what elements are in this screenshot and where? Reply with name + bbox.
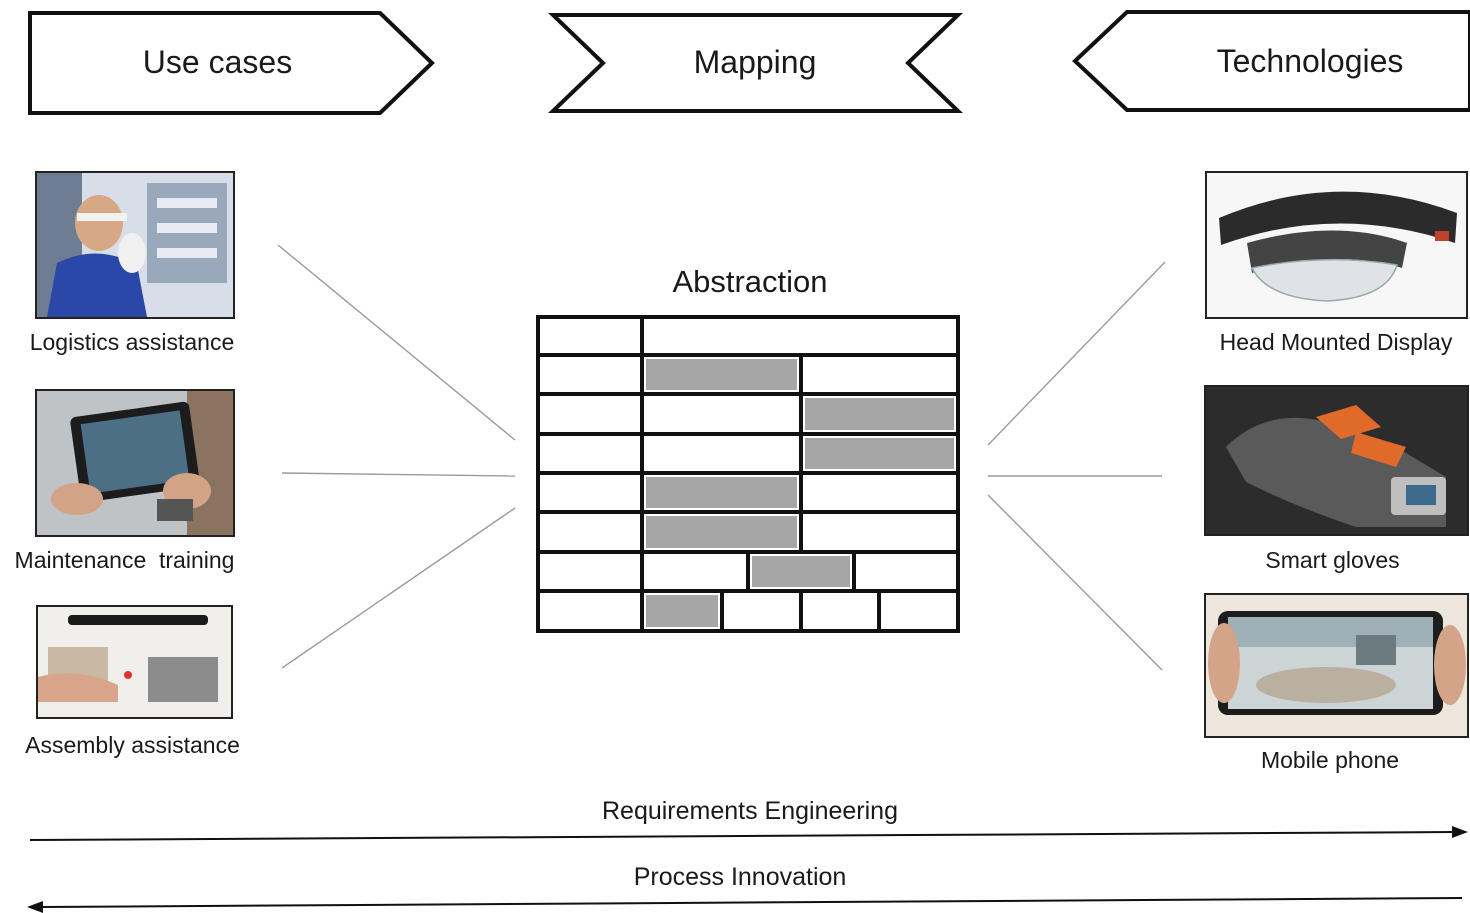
smart-gloves-label: Smart gloves (1265, 547, 1400, 573)
use-cases-header: Use cases (142, 44, 293, 80)
matrix-cell-filled (805, 438, 954, 469)
projected-assembly-workstation-photo (36, 605, 233, 719)
mapping-header: Mapping (693, 44, 817, 80)
head-mounted-display-photo (1205, 171, 1468, 319)
matrix-cell-filled (646, 359, 797, 390)
maintenance-training-label: Maintenance training (14, 547, 235, 573)
requirements-arrow (29, 826, 1468, 841)
tablet-in-hands-photo (35, 389, 235, 537)
technologies-arrow-shape (1072, 10, 1470, 112)
process-innovation-label: Process Innovation (633, 863, 847, 891)
matrix-cell-filled (646, 595, 718, 627)
mobile-phone-ar-photo (1204, 593, 1469, 738)
matrix-cell-filled (646, 477, 797, 508)
connector-phone (987, 494, 1163, 671)
smart-glove-photo (1204, 385, 1469, 536)
mapping-ribbon-shape (548, 13, 963, 113)
matrix-filled-cells (646, 359, 954, 627)
abstraction-title: Abstraction (672, 264, 828, 299)
connector-assembly (281, 507, 516, 669)
abstraction-matrix (536, 315, 960, 633)
assembly-assistance-label: Assembly assistance (25, 732, 240, 758)
head-mounted-display-label: Head Mounted Display (1219, 329, 1453, 355)
innovation-arrow (27, 897, 1463, 913)
connector-logistics (277, 244, 516, 441)
technologies-header: Technologies (1216, 43, 1404, 79)
connector-hmd (987, 261, 1166, 446)
matrix-cell-filled (805, 398, 954, 430)
logistics-assistance-label: Logistics assistance (29, 329, 235, 355)
connector-lines (277, 244, 1166, 671)
matrix-cell-filled (752, 556, 850, 587)
connector-maintenance (281, 472, 516, 477)
use-cases-arrow-shape (28, 11, 435, 115)
worker-with-smart-glasses-photo (35, 171, 235, 319)
requirements-engineering-label: Requirements Engineering (601, 797, 898, 825)
mobile-phone-label: Mobile phone (1260, 747, 1400, 773)
matrix-cell-filled (646, 516, 797, 548)
